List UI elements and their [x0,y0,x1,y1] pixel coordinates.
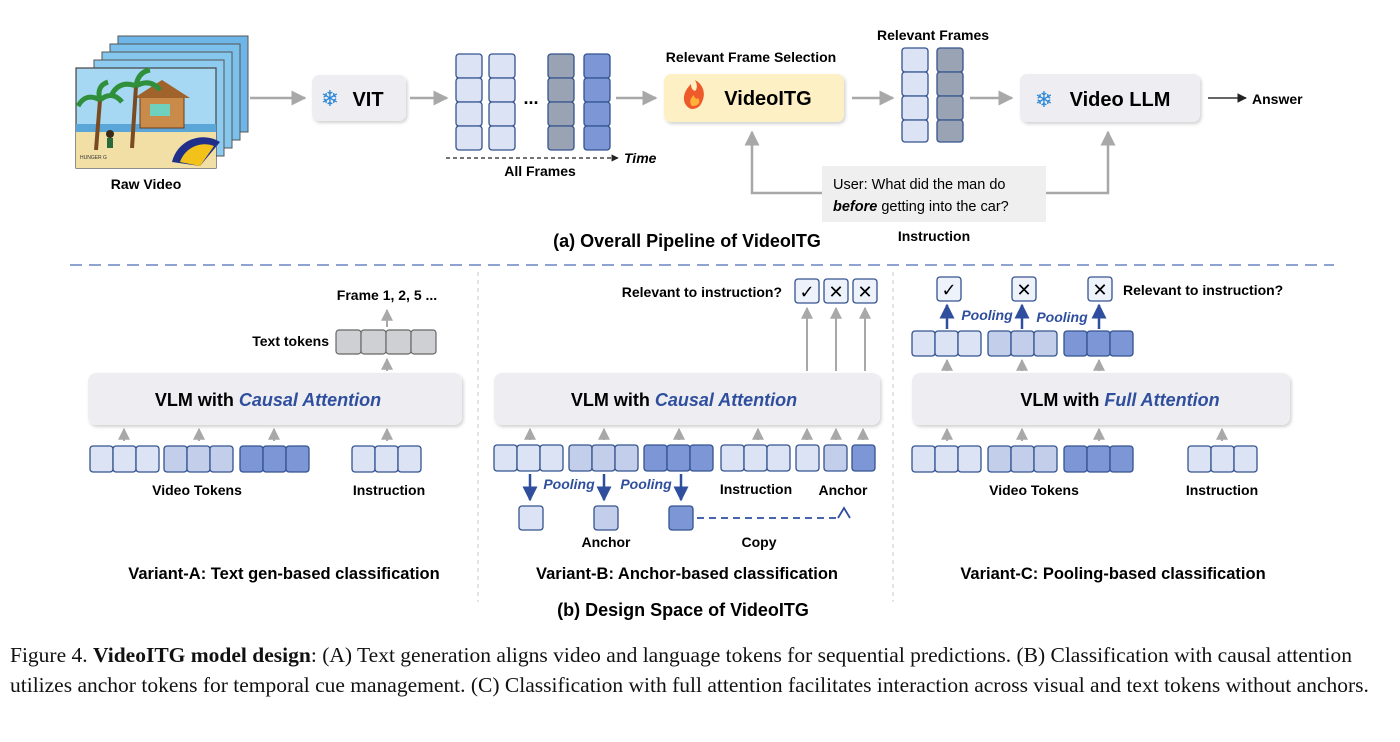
cross-icon: ✕ [1092,280,1107,300]
variant-b-relevant-label: Relevant to instruction? [622,284,782,300]
raw-video-label: Raw Video [111,176,182,192]
caption-bold: VideoITG model design [93,643,311,667]
variant-c-marks: ✓ ✕ ✕ [936,276,1113,302]
variant-c-output-tokens [911,330,1134,357]
variant-b-instruction-label: Instruction [720,481,792,497]
vit-label: VIT [352,89,383,111]
cross-icon: ✕ [828,282,843,302]
relevant-frame-selection-label: Relevant Frame Selection [666,49,836,65]
svg-text:HUNGER G: HUNGER G [80,155,107,161]
variant-b-pooling-arrows [522,474,689,502]
variant-c-video-tokens-label: Video Tokens [989,482,1079,498]
check-icon: ✓ [799,282,814,302]
pooling-label: Pooling [620,476,672,492]
instruction-label: Instruction [898,228,970,244]
variant-c-title: Variant-C: Pooling-based classification [960,565,1265,583]
time-label: Time [624,150,657,166]
svg-text:VLM with Causal Attention: VLM with Causal Attention [155,390,381,410]
variant-a-video-tokens [89,445,310,473]
text-tokens [335,329,437,355]
variant-b-anchor-tokens [795,444,876,472]
answer-label: Answer [1252,91,1303,107]
section-a-title: (a) Overall Pipeline of VideoITG [553,231,821,251]
variant-b-instruction-tokens [720,444,791,472]
pooling-label: Pooling [961,307,1013,323]
text-tokens-label: Text tokens [252,333,329,349]
caption-text: : (A) Text generation aligns video and l… [10,643,1369,697]
variant-c-pooling-arrows [939,303,1107,329]
variant-b-marks: ✓ ✕ ✕ [794,278,878,304]
pooling-label: Pooling [543,476,595,492]
pooling-label: Pooling [1036,309,1088,325]
variant-a-title: Variant-A: Text gen-based classification [128,565,439,583]
videoitg-box: VideoITG [664,74,844,122]
variant-b-title: Variant-B: Anchor-based classification [536,565,838,583]
videoitg-figure: HUNGER G Raw Video ❄ VIT ... Time All Fr… [70,27,1334,620]
vit-box: ❄ VIT [312,75,406,121]
caption-prefix: Figure 4. [10,643,94,667]
frames-ellipsis: ... [523,88,538,108]
variant-c-instruction-label: Instruction [1186,482,1258,498]
cross-icon: ✕ [1016,280,1031,300]
snowflake-icon: ❄ [321,86,339,111]
video-frame-image: HUNGER G [75,67,220,169]
variant-b-anchor-label: Anchor [819,482,869,498]
variant-a-vlm-box: VLM with Causal Attention [88,373,462,425]
video-llm-label: Video LLM [1070,89,1171,111]
variant-a-output-label: Frame 1, 2, 5 ... [337,287,437,303]
raw-video-stack: HUNGER G [75,35,249,169]
variant-b-video-tokens [493,444,714,472]
section-b-title: (b) Design Space of VideoITG [557,600,809,620]
variant-c-video-tokens [911,445,1134,473]
svg-text:VLM with Full Attention: VLM with Full Attention [1020,390,1219,410]
instruction-path [744,130,822,195]
user-query-line2: before getting into the car? [833,199,1009,215]
check-icon: ✓ [941,280,956,300]
anchor-bottom-label: Anchor [582,534,632,550]
cross-icon: ✕ [857,282,872,302]
variant-c-relevant-label: Relevant to instruction? [1123,282,1283,298]
user-query-box [822,166,1046,222]
variant-c-instruction-tokens [1187,445,1258,473]
variant-b-vlm-box: VLM with Causal Attention [494,373,880,425]
video-llm-box: ❄ Video LLM [1020,74,1200,122]
svg-text:VLM with Causal Attention: VLM with Causal Attention [571,390,797,410]
copy-arrow-head [837,506,851,519]
copy-label: Copy [742,534,777,550]
figure-caption: Figure 4. VideoITG model design: (A) Tex… [10,640,1390,700]
variant-b-pooled-tokens [518,505,694,531]
relevant-frames-label: Relevant Frames [877,27,989,43]
videoitg-label: VideoITG [724,88,811,110]
variant-c-vlm-box: VLM with Full Attention [912,373,1290,425]
relevant-frames-columns [901,47,964,143]
all-frames-columns [455,53,611,151]
variant-a-instruction-label: Instruction [353,482,425,498]
variant-a-video-tokens-label: Video Tokens [152,482,242,498]
user-query-line1: User: What did the man do [833,177,1005,193]
snowflake-icon: ❄ [1035,87,1053,112]
all-frames-label: All Frames [504,163,576,179]
variant-a-instruction-tokens [351,445,422,473]
